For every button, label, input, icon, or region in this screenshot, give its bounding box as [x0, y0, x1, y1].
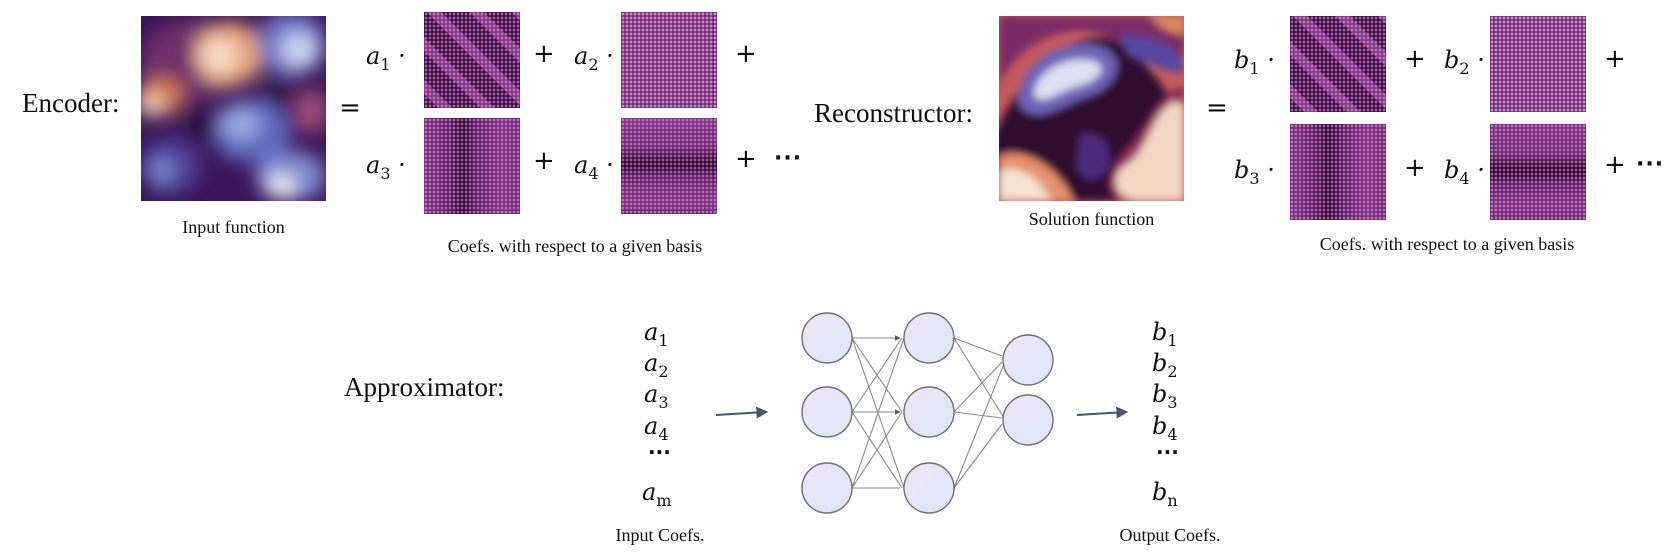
input-function-caption: Input function	[182, 217, 285, 237]
input-function-field	[141, 16, 326, 201]
encoder-coef-a2: a2 ·	[574, 42, 614, 74]
network-node-layer1	[801, 312, 853, 364]
encoder-coef-a3: a3 ·	[366, 151, 406, 183]
basis-tile-diagonal	[424, 12, 520, 108]
output-coef-b3: b3	[1152, 380, 1178, 412]
reconstructor-plus-sign: +	[1604, 44, 1626, 74]
reconstructor-plus-sign: +	[1404, 44, 1426, 74]
connections-layer2-layer3	[953, 337, 1005, 489]
reconstructor-plus-sign: +	[1404, 153, 1426, 183]
output-coefs-caption: Output Coefs.	[1119, 525, 1221, 545]
network-node-layer2	[903, 462, 955, 514]
input-function-image	[141, 16, 326, 201]
output-coef-bn: bn	[1152, 478, 1178, 510]
network-node-layer2	[903, 386, 955, 438]
encoder-plus-sign: +	[533, 39, 555, 69]
solution-function-image	[999, 16, 1184, 201]
encoder-label: Encoder:	[22, 88, 120, 118]
output-coef-b1: b1	[1152, 318, 1178, 350]
reconstructor-label: Reconstructor:	[814, 98, 973, 128]
input-arrow	[715, 406, 769, 419]
reconstructor-coef-b1: b1 ·	[1234, 46, 1275, 78]
solution-function-field	[999, 16, 1184, 201]
basis-tile-vertical	[424, 118, 520, 214]
reconstructor-plus-sign: +	[1604, 150, 1626, 180]
solution-function-caption: Solution function	[1028, 209, 1155, 229]
output-coef-b2: b2	[1152, 349, 1178, 381]
input-coef-ellipsis: ···	[648, 440, 671, 464]
encoder-plus-sign: +	[735, 39, 757, 69]
encoder-ellipsis: ···	[774, 146, 803, 171]
basis-tile-diagonal	[1290, 16, 1386, 112]
connections-layer1-layer2	[851, 335, 905, 489]
basis-tile-horizontal	[1490, 124, 1586, 220]
input-coef-a4: a4	[644, 412, 669, 444]
network-node-layer2	[903, 312, 955, 364]
input-coef-a2: a2	[644, 349, 669, 381]
reconstructor-coef-b4: b4 ·	[1444, 156, 1485, 188]
input-coef-a1: a1	[644, 318, 669, 350]
input-coef-a3: a3	[644, 380, 669, 412]
basis-tile-grid	[621, 12, 717, 108]
basis-tile-grid	[1490, 16, 1586, 112]
network-node-layer1	[801, 462, 853, 514]
reconstructor-ellipsis: ···	[1636, 152, 1665, 177]
reconstructor-coef-b2: b2 ·	[1444, 46, 1485, 78]
encoder-equals-sign: =	[339, 93, 361, 123]
encoder-plus-sign: +	[533, 146, 555, 176]
encoder-plus-sign: +	[735, 144, 757, 174]
network-node-layer1	[801, 386, 853, 438]
basis-tile-horizontal	[621, 118, 717, 214]
output-coef-b4: b4	[1152, 412, 1178, 444]
input-coefs-caption: Input Coefs.	[615, 525, 705, 545]
neural-network-diagram	[715, 312, 1129, 514]
reconstructor-equals-sign: =	[1206, 93, 1228, 123]
approximator-label: Approximator:	[344, 372, 505, 402]
output-arrow	[1076, 406, 1129, 419]
output-coef-ellipsis: ···	[1156, 440, 1179, 464]
encoder-coef-a4: a4 ·	[574, 151, 614, 183]
basis-tile-vertical	[1290, 124, 1386, 220]
encoder-coef-a1: a1 ·	[366, 42, 406, 74]
encoder-coefs-caption: Coefs. with respect to a given basis	[447, 236, 703, 256]
input-coef-am: am	[642, 478, 672, 510]
network-node-layer3	[1002, 334, 1054, 386]
network-node-layer3	[1002, 394, 1054, 446]
reconstructor-coefs-caption: Coefs. with respect to a given basis	[1319, 234, 1575, 254]
reconstructor-coef-b3: b3 ·	[1234, 156, 1275, 188]
